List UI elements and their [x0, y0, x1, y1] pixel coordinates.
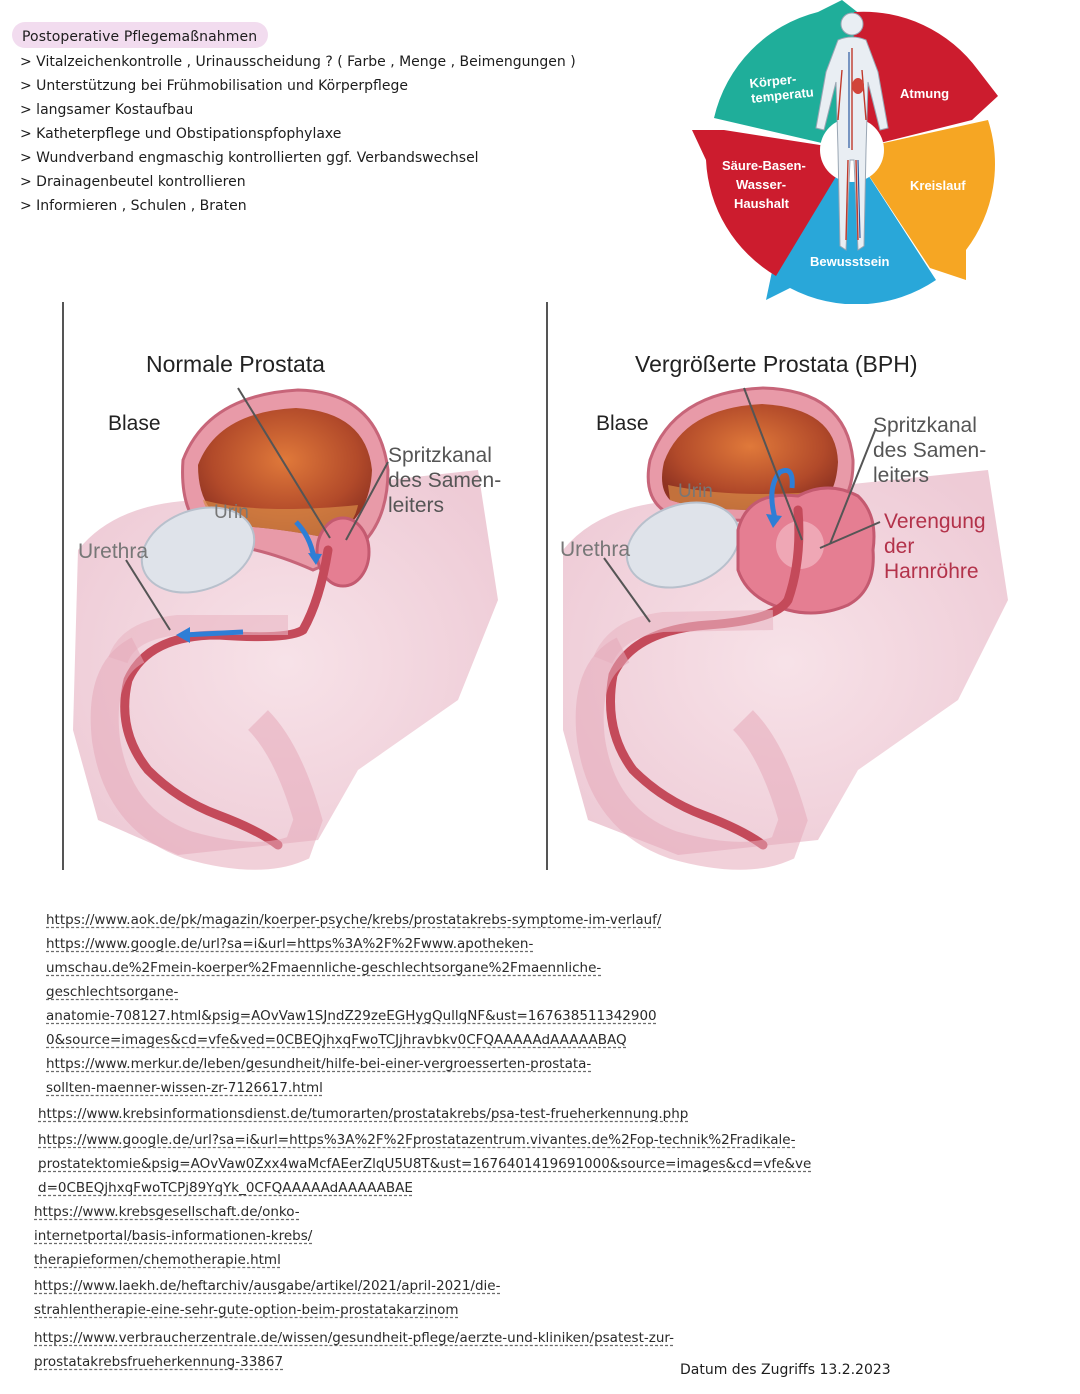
pubic-bone	[625, 501, 741, 589]
source-link[interactable]: prostatakrebsfrueherkennung-33867	[34, 1354, 284, 1370]
normal-title: Normale Prostata	[146, 351, 325, 377]
source-link[interactable]: internetportal/basis-informationen-krebs…	[34, 1228, 313, 1244]
source-link[interactable]: sollten-maenner-wissen-zr-7126617.html	[46, 1080, 323, 1096]
list-item: > Unterstützung bei Frühmobilisation und…	[20, 78, 408, 94]
urine-label: Urin	[678, 481, 713, 502]
urethra-label: Urethra	[78, 540, 148, 563]
list-item: > Drainagenbeutel kontrollieren	[20, 174, 246, 190]
source-link[interactable]: prostatektomie&psig=AOvVaw0Zxx4waMcfAEer…	[38, 1156, 812, 1172]
list-item: > Vitalzeichenkontrolle , Urinausscheidu…	[20, 54, 576, 70]
notes-heading: Postoperative Pflegemaßnahmen	[22, 29, 258, 45]
enlarged-prostate-panel: Vergrößerte Prostata (BPH) Blase Urin Ur…	[560, 351, 1008, 870]
vital-signs-wheel: Körper-temperatu Atmung Kreislauf Bewuss…	[692, 0, 998, 304]
source-link[interactable]: https://www.aok.de/pk/magazin/koerper-ps…	[46, 912, 662, 928]
wheel-segment-circulation	[852, 120, 995, 280]
wheel-segment-consciousness	[766, 150, 936, 304]
source-link[interactable]: 0&source=images&cd=vfe&ved=0CBEQjhxqFwoT…	[46, 1032, 627, 1048]
enlarged-title: Vergrößerte Prostata (BPH)	[635, 351, 918, 377]
list-item: > Informieren , Schulen , Braten	[20, 198, 247, 214]
acid-base-label: Säure-Basen-Wasser-Haushalt	[722, 158, 806, 211]
source-link[interactable]: https://www.merkur.de/leben/gesundheit/h…	[46, 1056, 592, 1072]
prostate-gland	[315, 516, 371, 588]
wheel-segment-breathing	[852, 11, 998, 151]
circulation-label: Kreislauf	[910, 178, 966, 193]
source-link[interactable]: https://www.google.de/url?sa=i&url=https…	[46, 936, 534, 952]
normal-prostate-panel: Normale Prostata Blase Urin Urethra Spri…	[73, 351, 501, 870]
urine-label: Urin	[214, 502, 249, 523]
wheel-segment-temperature	[714, 0, 870, 150]
consciousness-label: Bewusstsein	[810, 254, 890, 269]
list-item: > Katheterpflege und Obstipationspfophyl…	[20, 126, 342, 142]
urethra-label: Urethra	[560, 538, 630, 561]
bladder-label: Blase	[108, 412, 161, 435]
source-link[interactable]: https://www.krebsgesellschaft.de/onko-	[34, 1204, 300, 1220]
temperature-label: Körper-temperatu	[749, 69, 815, 105]
heading-highlight	[12, 22, 268, 48]
source-link[interactable]: strahlentherapie-eine-sehr-gute-option-b…	[34, 1302, 459, 1318]
list-item: > Wundverband engmaschig kontrollierten …	[20, 150, 479, 166]
care-measures-list: > Vitalzeichenkontrolle , Urinausscheidu…	[20, 52, 576, 220]
breathing-label: Atmung	[900, 86, 949, 101]
source-link[interactable]: https://www.laekh.de/heftarchiv/ausgabe/…	[34, 1278, 501, 1294]
wheel-segment-acid-base	[692, 130, 852, 276]
source-link[interactable]: anatomie-708127.html&psig=AOvVaw1SJndZ29…	[46, 1008, 657, 1024]
source-link[interactable]: geschlechtsorgane-	[46, 984, 179, 1000]
prostate-comparison-diagram: Normale Prostata Blase Urin Urethra Spri…	[62, 302, 1008, 870]
source-link[interactable]: https://www.verbraucherzentrale.de/wisse…	[34, 1330, 674, 1346]
source-link[interactable]: https://www.krebsinformationsdienst.de/t…	[38, 1106, 689, 1122]
pubic-bone	[140, 506, 256, 594]
source-link[interactable]: https://www.google.de/url?sa=i&url=https…	[38, 1132, 796, 1148]
source-link[interactable]: d=0CBEQjhxqFwoTCPj89YqYk_0CFQAAAAAdAAAAA…	[38, 1180, 413, 1196]
source-link[interactable]: umschau.de%2Fmein-koerper%2Fmaennliche-g…	[46, 960, 602, 976]
list-item: > langsamer Kostaufbau	[20, 102, 194, 118]
source-link[interactable]: therapieformen/chemotherapie.html	[34, 1252, 281, 1268]
access-date: Datum des Zugriffs 13.2.2023	[680, 1362, 891, 1378]
bladder-label: Blase	[596, 412, 649, 435]
